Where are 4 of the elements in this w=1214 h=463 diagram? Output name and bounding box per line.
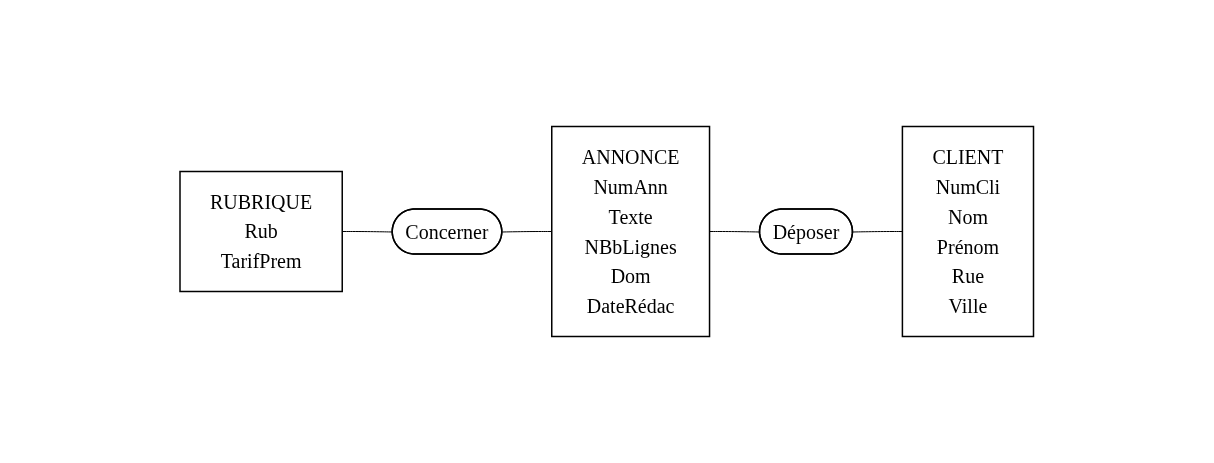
- node-box: ANNONCE NumAnn Texte NBbLignes Dom DateRédac: [551, 125, 711, 338]
- node-box: RUBRIQUE Rub TarifPrem: [179, 170, 344, 293]
- connector: [502, 231, 553, 233]
- node-box: CLIENT NumCli Nom Prénom Rue Ville: [901, 125, 1035, 338]
